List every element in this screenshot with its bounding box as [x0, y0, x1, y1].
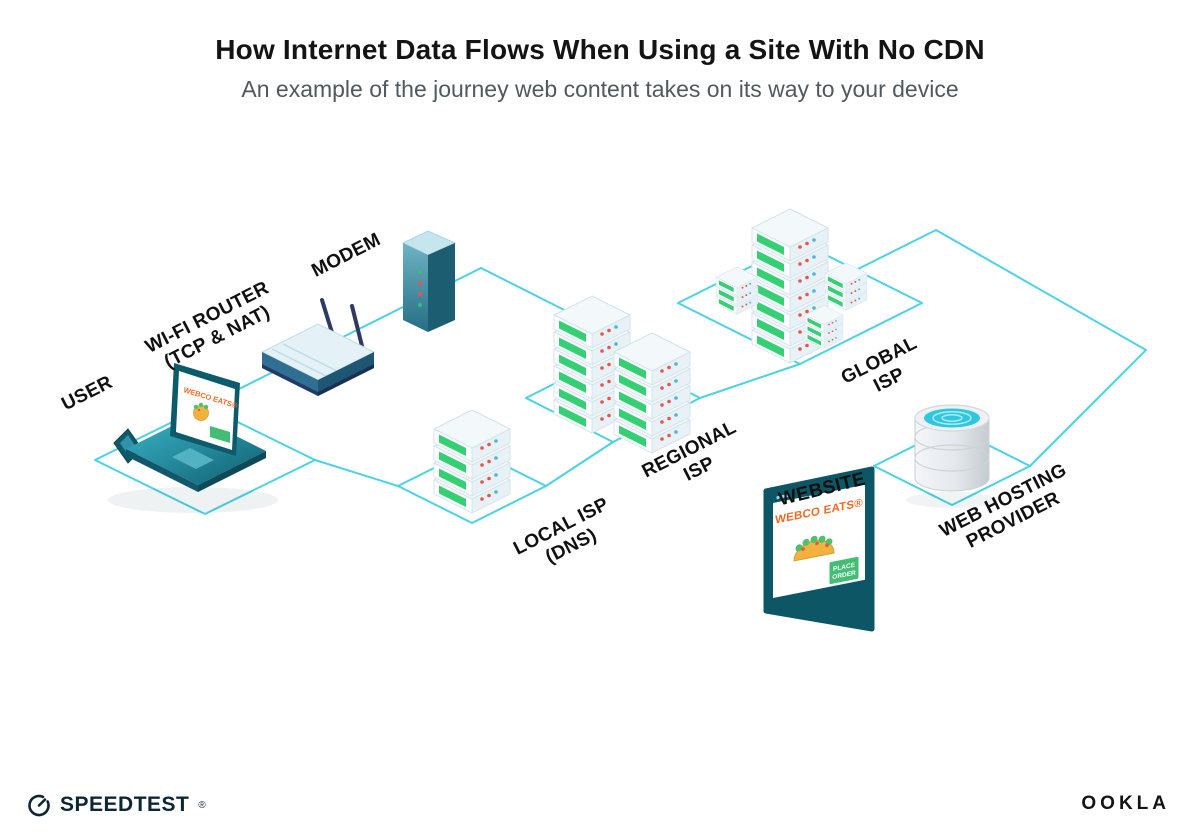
modem-led-icon: [418, 292, 422, 296]
global-small-stack: [824, 262, 868, 311]
modem-led-icon: [418, 281, 422, 285]
svg-text:ORDER: ORDER: [832, 570, 856, 582]
laptop-trackpad: [172, 448, 214, 469]
laptop-base: [126, 415, 266, 485]
wifi-router: [260, 298, 376, 396]
laptop-order-button: [210, 426, 230, 443]
laptop-base-edge-right: [198, 451, 266, 492]
speedtest-gauge-icon: [28, 794, 50, 817]
global-small-stack: [715, 266, 759, 315]
website-taco-icon: [793, 535, 835, 562]
modem-led-icon: [418, 270, 422, 274]
speedtest-trademark: ®: [198, 799, 206, 811]
global-small-stack: [804, 305, 844, 349]
local-isp-servers: [433, 409, 511, 514]
page-title: How Internet Data Flows When Using a Sit…: [215, 34, 985, 65]
regional-isp-servers: [553, 295, 691, 454]
ookla-logo: OOKLA: [1081, 793, 1170, 815]
link-regional-global: [699, 363, 801, 399]
place-order-button: PLACE ORDER: [828, 555, 860, 586]
user-laptop: WEBCO EATS®: [108, 363, 278, 513]
browser-dot-icon: [786, 493, 790, 498]
speedtest-logo: SPEEDTEST ®: [26, 792, 206, 818]
label-user: USER: [58, 372, 116, 415]
modem-face-left: [403, 243, 428, 332]
laptop-base-edge-left: [126, 449, 198, 492]
modem-led-icon: [418, 303, 422, 307]
browser-dot-icon: [776, 495, 780, 500]
svg-text:PLACE: PLACE: [833, 562, 856, 573]
link-user-local-isp: [314, 459, 399, 487]
browser-dot-icon: [781, 494, 785, 499]
ookla-wordmark: OOKLA: [1081, 793, 1170, 814]
header: How Internet Data Flows When Using a Sit…: [0, 34, 1200, 103]
hosting-database-icon: [906, 404, 998, 508]
website-window: WEBCO EATS® PLACE ORDER: [763, 466, 875, 632]
page-subtitle: An example of the journey web content ta…: [241, 76, 959, 102]
global-isp-servers: [715, 208, 868, 364]
modem-device: [401, 230, 457, 332]
laptop-shadow: [108, 487, 278, 513]
link-local-regional: [545, 441, 614, 487]
link-global-hosting: [857, 229, 1147, 467]
speedtest-wordmark: SPEEDTEST: [60, 793, 190, 816]
label-modem: MODEM: [308, 229, 384, 281]
modem-face-right: [428, 243, 455, 332]
laptop-taco-icon: [193, 402, 209, 421]
